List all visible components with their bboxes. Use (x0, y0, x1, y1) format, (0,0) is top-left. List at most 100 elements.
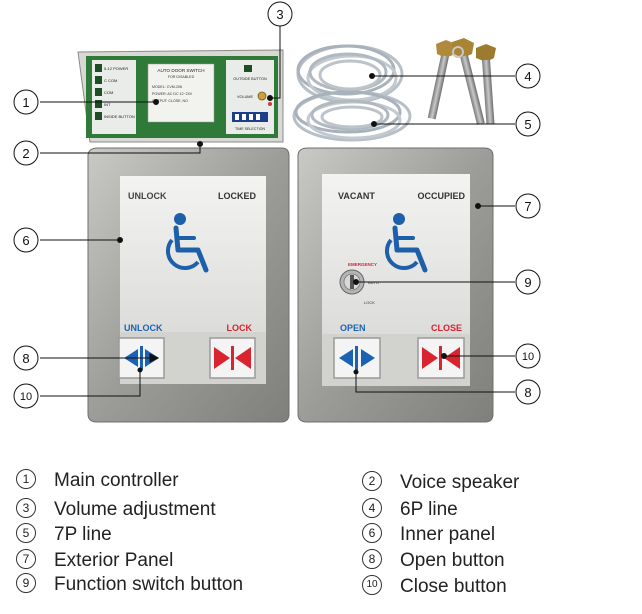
legend-number: 6 (362, 522, 382, 543)
legend-number: 2 (362, 470, 382, 491)
legend-label: Exterior Panel (54, 550, 174, 571)
exterior-panel-label-vacant: VACANT (338, 191, 375, 201)
dip-switches (232, 112, 268, 122)
controller-power: POWER: AC DC 12~24V (152, 92, 193, 96)
controller-label-int: INT (104, 102, 111, 107)
legend-number: 10 (362, 574, 382, 595)
cable-7p (292, 90, 412, 142)
callout-4: 4 (515, 63, 541, 89)
arrow-right-icon (422, 347, 438, 369)
callout-10a: 10 (13, 383, 39, 409)
led-icon (268, 102, 272, 106)
callout-lines (40, 26, 515, 397)
controller-label-volume: VOLUME (237, 95, 254, 99)
svg-text:8: 8 (22, 351, 29, 366)
legend-label: 6P line (400, 499, 458, 520)
main-controller: 5-12 POWER C COM COM INT INSIDE BUTTON A… (77, 49, 284, 143)
callout-5: 5 (515, 111, 541, 137)
callout-8a: 8 (13, 345, 39, 371)
legend-item-voice-speaker: 2 Voice speaker (362, 470, 520, 494)
legend-label: Open button (400, 550, 505, 571)
legend-item-exterior-panel: 7 Exterior Panel (16, 548, 174, 572)
exterior-panel-label-close: CLOSE (431, 323, 462, 333)
wheelchair-icon (385, 213, 428, 273)
close-button[interactable] (417, 337, 465, 379)
arrow-left-icon (339, 349, 353, 367)
callout-2: 2 (13, 140, 39, 166)
svg-text:6: 6 (22, 233, 29, 248)
callout-7: 7 (515, 193, 541, 219)
legend-number: 3 (16, 497, 36, 518)
controller-label-com: COM (104, 90, 113, 95)
legend-item-7p-line: 5 7P line (16, 522, 112, 546)
legend: 1 Main controller 2 Voice speaker 3 Volume … (0, 466, 642, 606)
inner-panel-label-lock-btn: LOCK (227, 323, 253, 333)
controller-subtitle: FOR DISABLED (168, 75, 195, 79)
legend-label: Voice speaker (400, 472, 520, 493)
key-label-emergency: EMERGENCY (348, 262, 377, 267)
controller-label-power: 5-12 POWER (104, 66, 128, 71)
legend-number: 4 (362, 497, 382, 518)
key-label-lock: LOCK (364, 300, 375, 305)
arrow-left-icon (444, 347, 460, 369)
legend-label: Main controller (54, 470, 179, 491)
diagram-canvas: 5-12 POWER C COM COM INT INSIDE BUTTON A… (13, 1, 541, 423)
legend-number: 9 (16, 572, 36, 593)
legend-item-volume-adjustment: 3 Volume adjustment (16, 497, 216, 521)
svg-text:5: 5 (524, 117, 531, 132)
controller-center-label (147, 63, 215, 123)
legend-number: 1 (16, 468, 36, 489)
callout-3: 3 (267, 1, 293, 27)
callout-10b: 10 (515, 343, 541, 369)
inner-panel-label-unlock: UNLOCK (128, 191, 167, 201)
exterior-panel: VACANT OCCUPIED EMERGENCY AUTO LOCK OPEN… (297, 147, 494, 423)
svg-text:2: 2 (22, 146, 29, 161)
svg-text:9: 9 (524, 275, 531, 290)
arrow-right-icon (214, 347, 230, 369)
inner-panel-label-unlock-btn: UNLOCK (124, 323, 163, 333)
legend-label: Volume adjustment (54, 499, 216, 520)
svg-text:8: 8 (524, 385, 531, 400)
volume-knob-icon[interactable] (257, 91, 267, 101)
callout-9: 9 (515, 269, 541, 295)
arrow-right-icon (361, 349, 375, 367)
svg-text:10: 10 (522, 351, 534, 363)
open-button[interactable] (333, 337, 381, 379)
controller-output: OUTPUT: CLOSE, NO (152, 99, 188, 103)
legend-label: 7P line (54, 524, 112, 545)
lock-button[interactable] (209, 337, 256, 379)
callout-1: 1 (13, 89, 39, 115)
legend-number: 7 (16, 548, 36, 569)
inner-panel: UNLOCK LOCKED UNLOCK LOCK (87, 147, 290, 423)
svg-text:4: 4 (524, 69, 531, 84)
legend-item-close-button: 10 Close button (362, 574, 507, 598)
inner-panel-face (120, 176, 266, 332)
legend-item-main-controller: 1 Main controller (16, 468, 179, 492)
svg-text:10: 10 (20, 391, 32, 403)
controller-label-inside: INSIDE BUTTON (104, 114, 135, 119)
terminal-blocks (95, 64, 102, 120)
legend-label: Close button (400, 576, 507, 597)
controller-model: MODEL: CVM-206 (152, 85, 182, 89)
legend-item-6p-line: 4 6P line (362, 497, 458, 521)
inner-panel-label-locked: LOCKED (218, 191, 257, 201)
controller-footer: TIME SELECTION (235, 127, 265, 131)
controller-left-label-area (92, 60, 136, 134)
cable-6p (296, 44, 404, 104)
legend-number: 5 (16, 522, 36, 543)
callout-6: 6 (13, 227, 39, 253)
legend-item-inner-panel: 6 Inner panel (362, 522, 496, 546)
exterior-panel-label-open: OPEN (340, 323, 366, 333)
callout-8b: 8 (515, 379, 541, 405)
controller-label-ccom: C COM (104, 78, 117, 83)
legend-label: Function switch button (54, 574, 244, 595)
legend-label: Inner panel (400, 524, 496, 545)
controller-title: AUTO DOOR SWITCH (157, 68, 204, 73)
exterior-panel-label-occupied: OCCUPIED (417, 191, 465, 201)
svg-text:7: 7 (524, 199, 531, 214)
legend-item-function-switch: 9 Function switch button (16, 572, 244, 596)
controller-label-outside: OUTSIDE BUTTON (233, 77, 267, 81)
keys (427, 38, 496, 125)
exterior-panel-face (322, 174, 470, 334)
